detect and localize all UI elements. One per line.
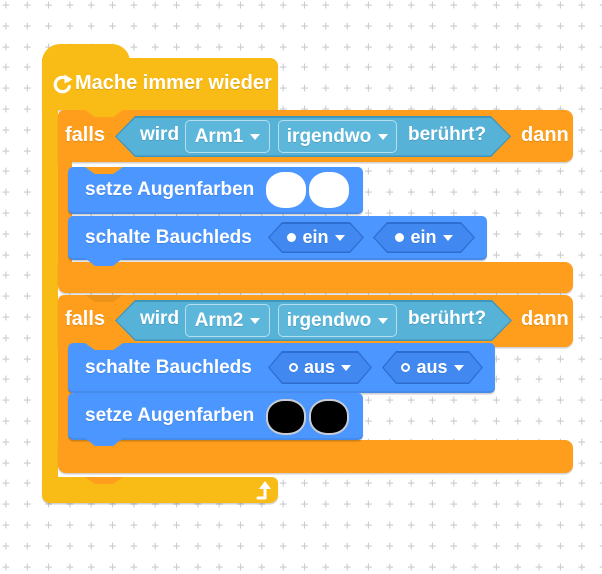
arm-select-dropdown-1[interactable]: Arm1 (185, 120, 270, 153)
set-eye-color-on-top-notch (85, 167, 123, 174)
if-block-1-top-notch (85, 110, 123, 117)
set-eye-color-block-off[interactable]: setze Augenfarben (68, 393, 363, 440)
belly-led-on-bottom-tab (85, 258, 123, 266)
set-eye-color-off-label: setze Augenfarben (85, 405, 255, 426)
if-block-1-header[interactable]: falls dann wird Arm1 irgendwo berührt? (58, 110, 573, 162)
place-select-dropdown-1[interactable]: irgendwo (278, 120, 397, 153)
loop-footer-notch (85, 477, 123, 484)
belly-led-dropdown-off-1[interactable]: aus (268, 351, 372, 384)
forever-block-spine[interactable] (42, 108, 58, 478)
belly-led-value-off-1: aus (303, 357, 336, 377)
chevron-down-icon (454, 365, 464, 371)
place-select-dropdown-2[interactable]: irgendwo (278, 304, 397, 337)
eye-color-swatch-right-white[interactable] (309, 172, 349, 208)
belly-led-value-off-2: aus (416, 357, 448, 377)
belly-led-dropdown-on-1[interactable]: ein (268, 222, 364, 253)
if-block-1-falls-label: falls (65, 124, 106, 146)
loop-back-arrow-icon (256, 481, 271, 500)
touch-sensor-condition-2[interactable]: wird Arm2 irgendwo berührt? (115, 300, 512, 341)
eye-color-swatch-left-black[interactable] (266, 399, 306, 435)
belly-led-value-on-1: ein (302, 227, 329, 247)
if-block-2-top-notch (85, 295, 123, 302)
belly-led-block-off[interactable]: schalte Bauchleds aus aus (68, 343, 495, 393)
belly-led-value-on-2: ein (410, 227, 437, 247)
if-block-2-footer[interactable] (58, 440, 573, 473)
belly-led-block-on[interactable]: schalte Bauchleds ein ein (68, 216, 487, 260)
chevron-down-icon (341, 365, 351, 371)
forever-block-footer[interactable] (42, 477, 278, 503)
belly-led-off-label: schalte Bauchleds (85, 357, 252, 378)
set-eye-color-off-bottom-tab (85, 438, 123, 446)
place-select-value-1: irgendwo (286, 125, 372, 147)
belly-led-on-label: schalte Bauchleds (85, 227, 252, 248)
chevron-down-icon (250, 318, 260, 324)
if-block-2-falls-label: falls (65, 308, 106, 330)
belly-led-off-top-notch (85, 343, 123, 350)
place-select-value-2: irgendwo (286, 309, 372, 331)
led-off-icon (401, 363, 410, 372)
condition-1-wird-label: wird (140, 124, 180, 145)
chevron-down-icon (378, 318, 388, 324)
chevron-down-icon (443, 235, 453, 241)
led-on-icon (287, 233, 296, 242)
eye-color-swatch-left-white[interactable] (266, 172, 306, 208)
condition-2-wird-label: wird (140, 308, 180, 329)
arm-select-value-1: Arm1 (194, 125, 244, 147)
arm-select-dropdown-2[interactable]: Arm2 (185, 304, 270, 337)
if-block-2-header[interactable]: falls dann wird Arm2 irgendwo berührt? (58, 295, 573, 347)
led-off-icon (289, 363, 298, 372)
chevron-down-icon (250, 134, 260, 140)
if-block-1-footer[interactable] (58, 262, 573, 293)
if-block-1-dann-label: dann (521, 124, 569, 146)
belly-led-dropdown-on-2[interactable]: ein (373, 222, 475, 253)
chevron-down-icon (378, 134, 388, 140)
condition-2-touched-label: berührt? (408, 308, 487, 329)
eye-color-swatch-right-black[interactable] (309, 399, 349, 435)
forever-block-header[interactable]: Mache immer wieder (42, 58, 278, 110)
rotate-clockwise-icon (53, 74, 73, 94)
forever-block-label: Mache immer wieder (75, 72, 272, 94)
condition-1-touched-label: berührt? (408, 124, 487, 145)
touch-sensor-condition-1[interactable]: wird Arm1 irgendwo berührt? (115, 116, 511, 157)
set-eye-color-on-label: setze Augenfarben (85, 179, 255, 200)
led-on-icon (395, 233, 404, 242)
if-block-2-dann-label: dann (521, 308, 569, 330)
belly-led-dropdown-off-2[interactable]: aus (382, 351, 483, 384)
arm-select-value-2: Arm2 (194, 309, 244, 331)
set-eye-color-block-on[interactable]: setze Augenfarben (68, 167, 363, 214)
chevron-down-icon (335, 235, 345, 241)
